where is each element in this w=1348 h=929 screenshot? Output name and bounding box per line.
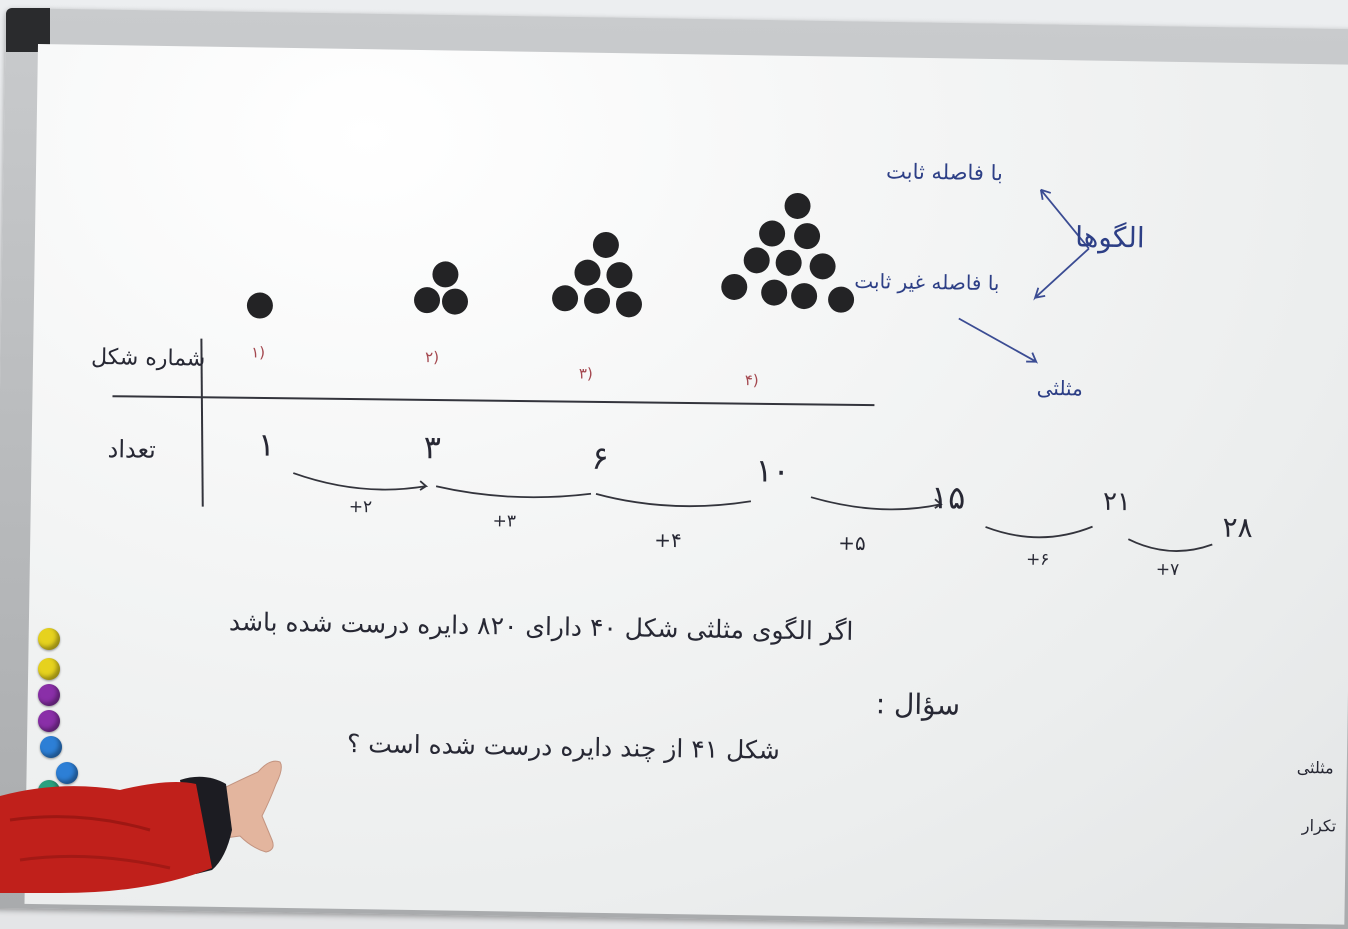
difference-plus-2: +۲ xyxy=(348,496,373,518)
edge-fragment-1: مثلثی xyxy=(1296,757,1334,778)
pointing-hand xyxy=(0,760,282,893)
difference-plus-6: +۶ xyxy=(1025,549,1050,570)
count-2: ۳ xyxy=(423,428,442,467)
count-3: ۶ xyxy=(591,438,610,478)
triangular-dot-pattern xyxy=(112,188,1213,552)
edge-fragment-2: تکرار xyxy=(1301,815,1337,836)
difference-plus-4: +۴ xyxy=(654,527,682,553)
magnet-blue[interactable] xyxy=(56,762,78,784)
table-vertical-line xyxy=(200,338,204,507)
branch-fixed-gap: با فاصله ثابت xyxy=(885,159,1004,186)
figure-2-dots xyxy=(414,261,469,315)
branch-arrows xyxy=(958,188,1090,364)
branch-variable-gap: با فاصله غیر ثابت xyxy=(854,268,1000,296)
magnet-yellow[interactable] xyxy=(38,658,60,680)
title-patterns: الگوها xyxy=(1074,220,1145,255)
figure-3-dots xyxy=(552,231,642,318)
header-shape-number: شماره شکل xyxy=(90,344,206,372)
shape-label-3: (۳ xyxy=(578,364,593,383)
table-horizontal-line xyxy=(112,395,875,407)
sequence-28: ۲۸ xyxy=(1222,510,1253,545)
count-4: ۱۰ xyxy=(755,451,791,490)
magnet-strip xyxy=(34,624,84,804)
difference-plus-5: +۵ xyxy=(838,530,866,556)
magnet-blue[interactable] xyxy=(40,736,62,758)
shape-label-2: (۲ xyxy=(424,348,440,367)
shape-label-1: (۱ xyxy=(251,343,266,362)
magnet-purple[interactable] xyxy=(38,710,60,732)
whiteboard: الگوها با فاصله ثابت با فاصله غیر ثابت م… xyxy=(24,44,1348,925)
figure-1-dots xyxy=(246,292,273,319)
difference-plus-7: +۷ xyxy=(1155,559,1180,580)
sleeve xyxy=(0,782,212,893)
question-label: سؤال : xyxy=(875,687,961,722)
magnet-purple[interactable] xyxy=(38,684,60,706)
difference-plus-3: +۳ xyxy=(492,511,517,532)
branch-triangular: مثلثی xyxy=(1036,375,1083,401)
figure-4-dots xyxy=(721,192,855,313)
sequence-15: ۱۵ xyxy=(930,478,966,517)
magnet-yellow[interactable] xyxy=(38,628,60,650)
difference-arcs xyxy=(292,472,1213,552)
shape-label-4: (۴ xyxy=(744,371,759,390)
count-1: ۱ xyxy=(257,425,276,464)
sequence-21: ۲۱ xyxy=(1102,486,1132,518)
header-count: تعداد xyxy=(107,435,157,464)
